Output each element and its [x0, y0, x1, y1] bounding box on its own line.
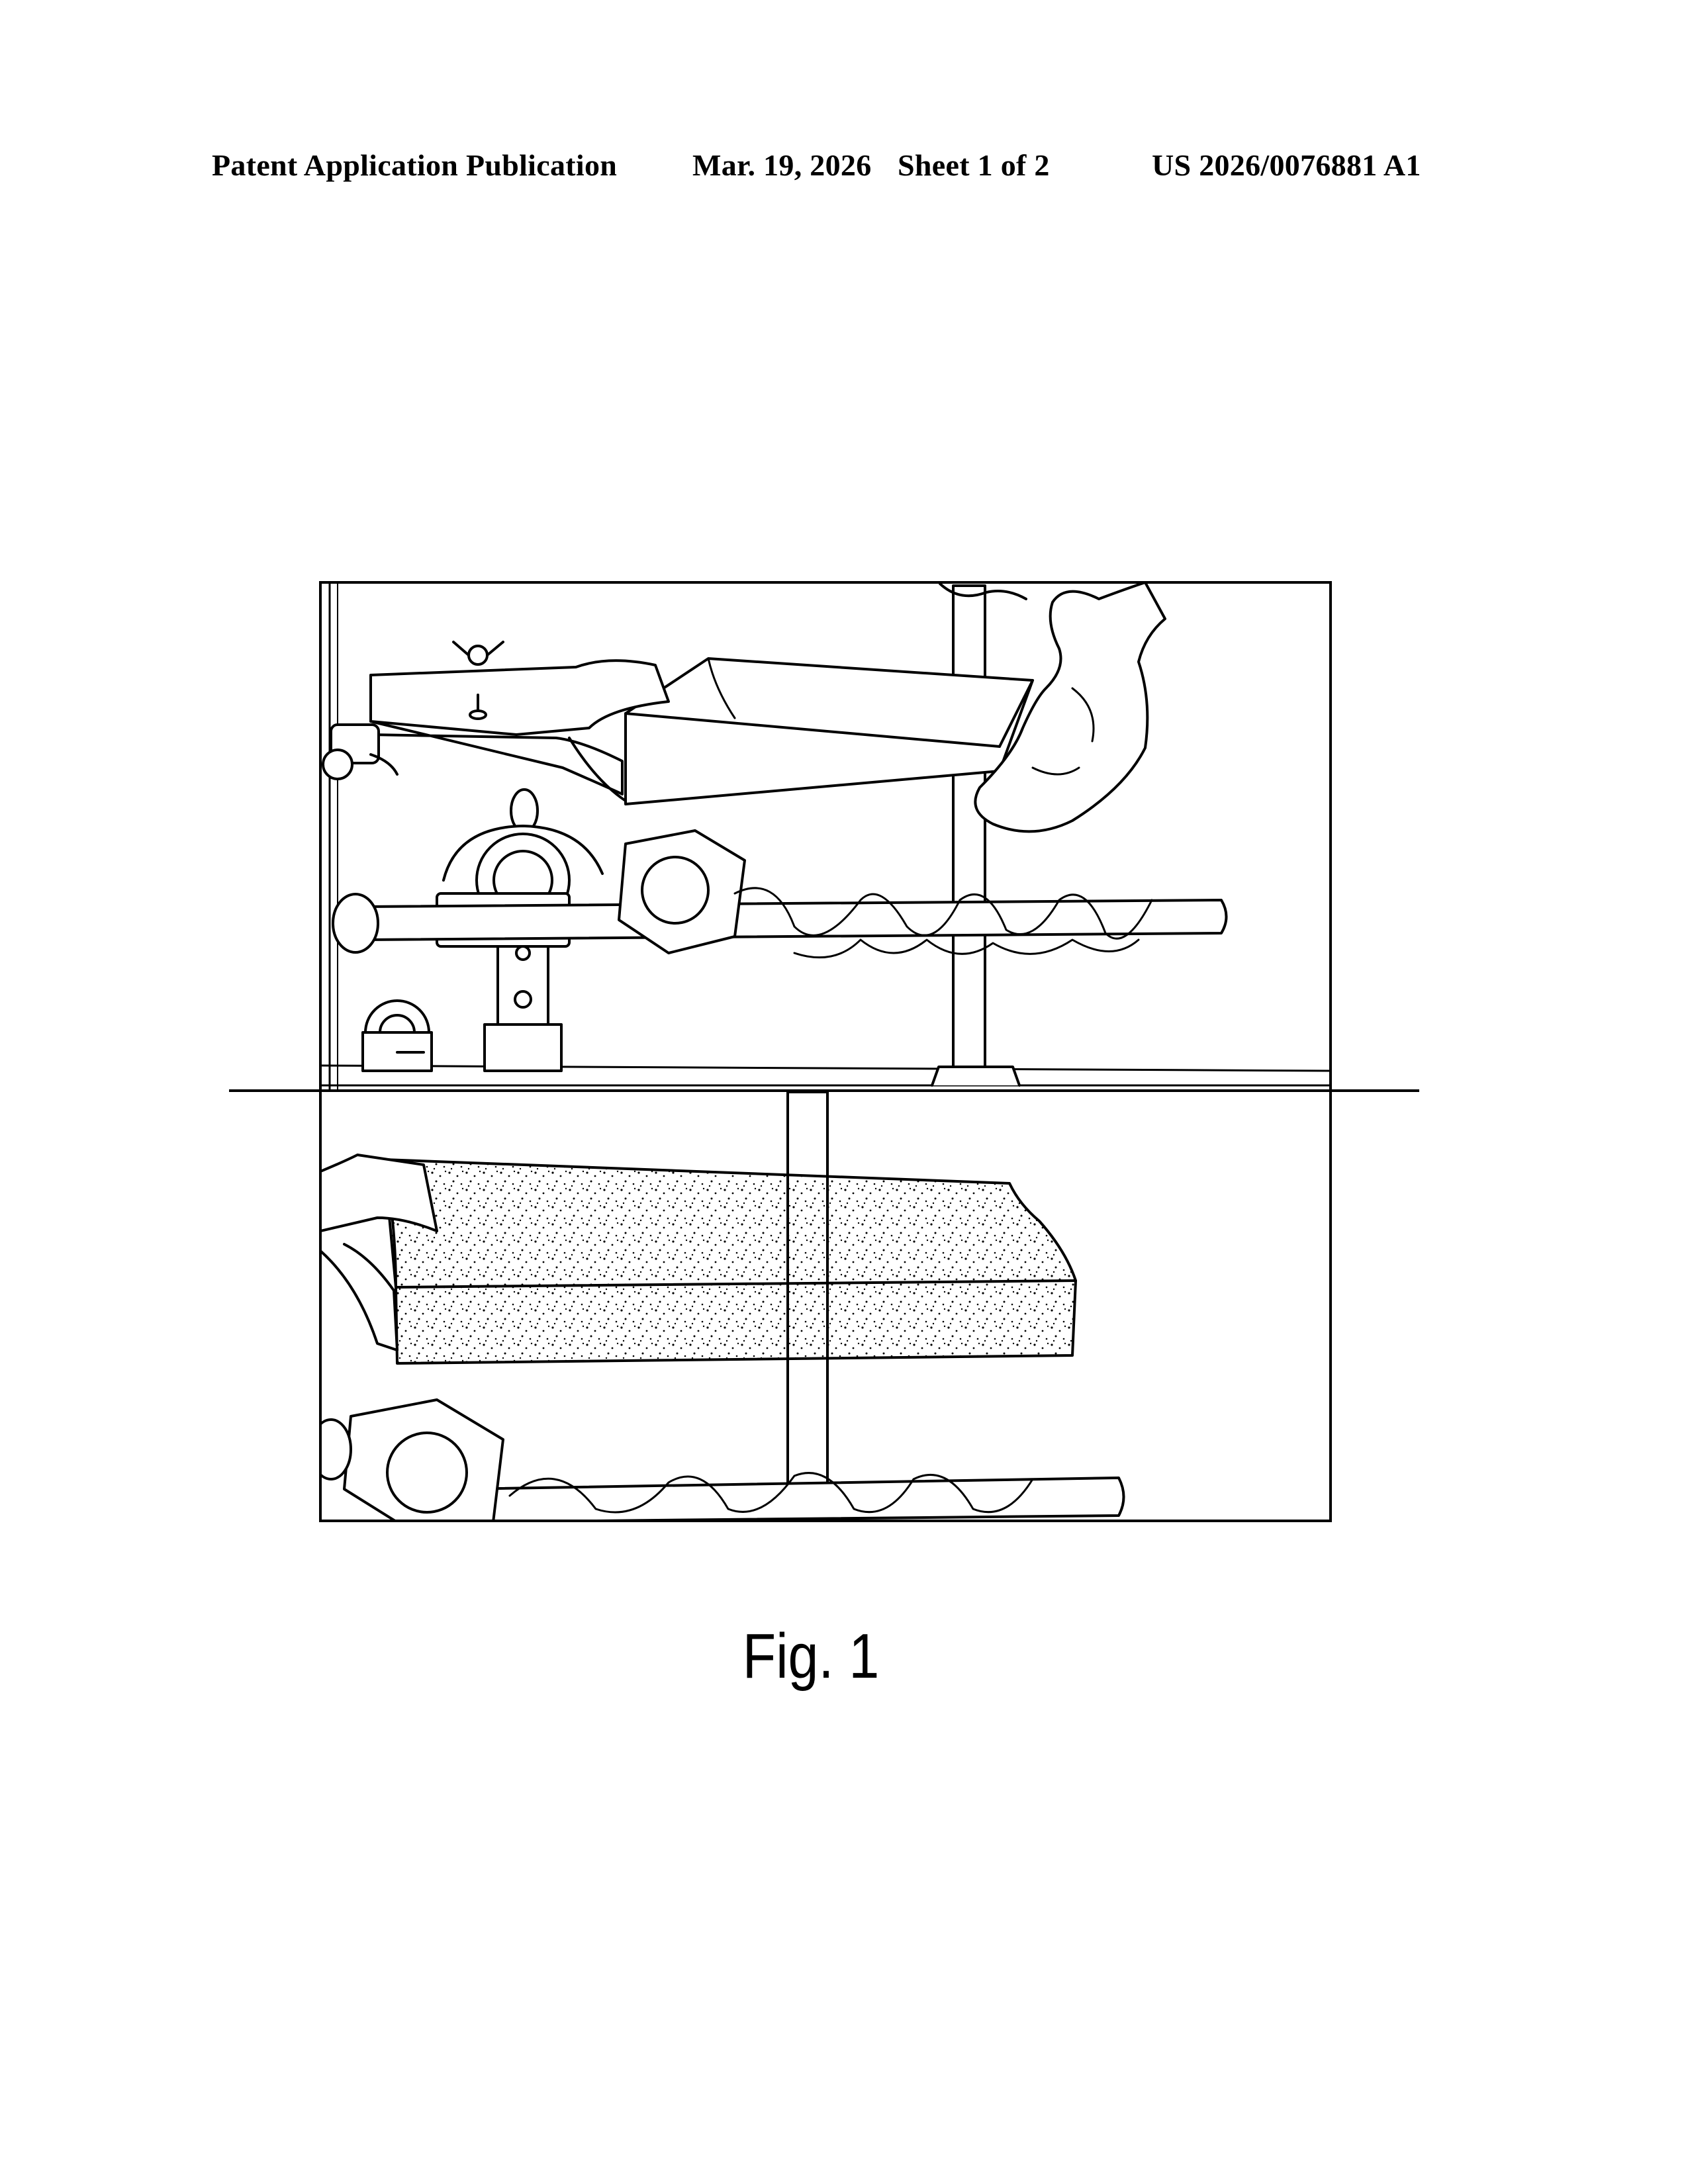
stand-rod: [953, 586, 985, 1069]
specimen-block: [384, 1160, 1076, 1363]
horizontal-rod: [364, 900, 1227, 940]
figure-caption: Fig. 1: [683, 1620, 939, 1693]
lower-view: [311, 1092, 1124, 1522]
wing-nut-icon: [469, 646, 487, 664]
horizontal-rod-lower: [463, 1478, 1124, 1522]
clamp-jaw-lower: [320, 1155, 437, 1231]
upper-view: [320, 582, 1331, 1091]
clamp-jaw: [371, 660, 669, 735]
